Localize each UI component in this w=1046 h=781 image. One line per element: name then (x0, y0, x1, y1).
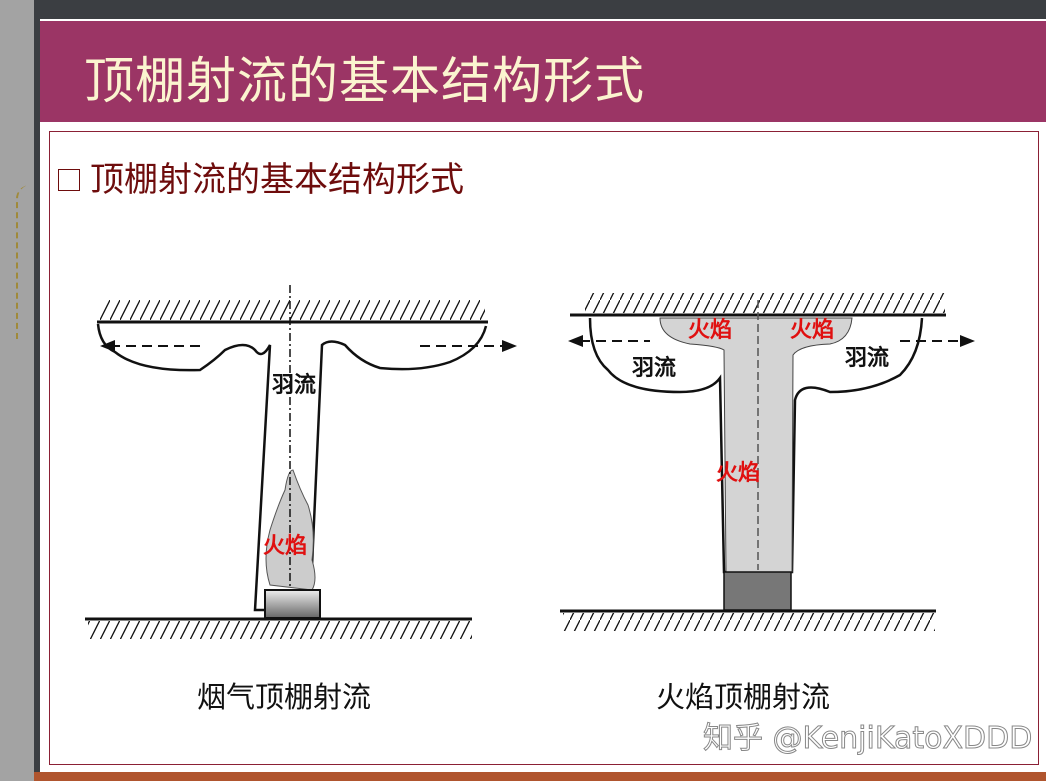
flame-label-column: 火焰 (716, 460, 760, 486)
plume-label: 羽流 (272, 372, 316, 398)
flame-ceiling-jet-diagram: 火焰 火焰 火焰 羽流 羽流 (560, 293, 975, 631)
flame-label-left: 火焰 (688, 317, 732, 343)
slide: 顶棚射流的基本结构形式 顶棚射流的基本结构形式 (40, 19, 1046, 772)
flame-label-right: 火焰 (790, 317, 834, 343)
ceiling-hatch (585, 293, 945, 313)
title-banner: 顶棚射流的基本结构形式 (40, 21, 1046, 122)
subtitle-text: 顶棚射流的基本结构形式 (90, 160, 464, 200)
plume-label-right: 羽流 (845, 345, 889, 371)
smoke-ceiling-jet-diagram: 羽流 火焰 (85, 285, 517, 639)
plume-outline (96, 323, 488, 612)
bullet-square-icon (58, 168, 80, 191)
window-bottom-bar (34, 772, 1046, 781)
floor-hatch (88, 621, 472, 639)
window-top-bar (34, 0, 1046, 19)
selection-outline (16, 185, 36, 340)
fire-source (264, 589, 321, 619)
slide-title: 顶棚射流的基本结构形式 (84, 52, 645, 110)
floor-hatch (563, 613, 935, 631)
content-frame (49, 131, 1039, 765)
plume-label-left: 羽流 (632, 355, 676, 381)
flame-region (659, 317, 853, 573)
flame-label: 火焰 (263, 533, 307, 559)
window-left-edge (34, 0, 40, 781)
watermark: 知乎 @KenjiKatoXDDD (702, 721, 1033, 757)
ceiling-hatch (100, 300, 485, 320)
subtitle: 顶棚射流的基本结构形式 (58, 152, 464, 201)
left-caption: 烟气顶棚射流 (197, 680, 372, 714)
fire-source (723, 571, 792, 611)
right-caption: 火焰顶棚射流 (656, 680, 831, 714)
